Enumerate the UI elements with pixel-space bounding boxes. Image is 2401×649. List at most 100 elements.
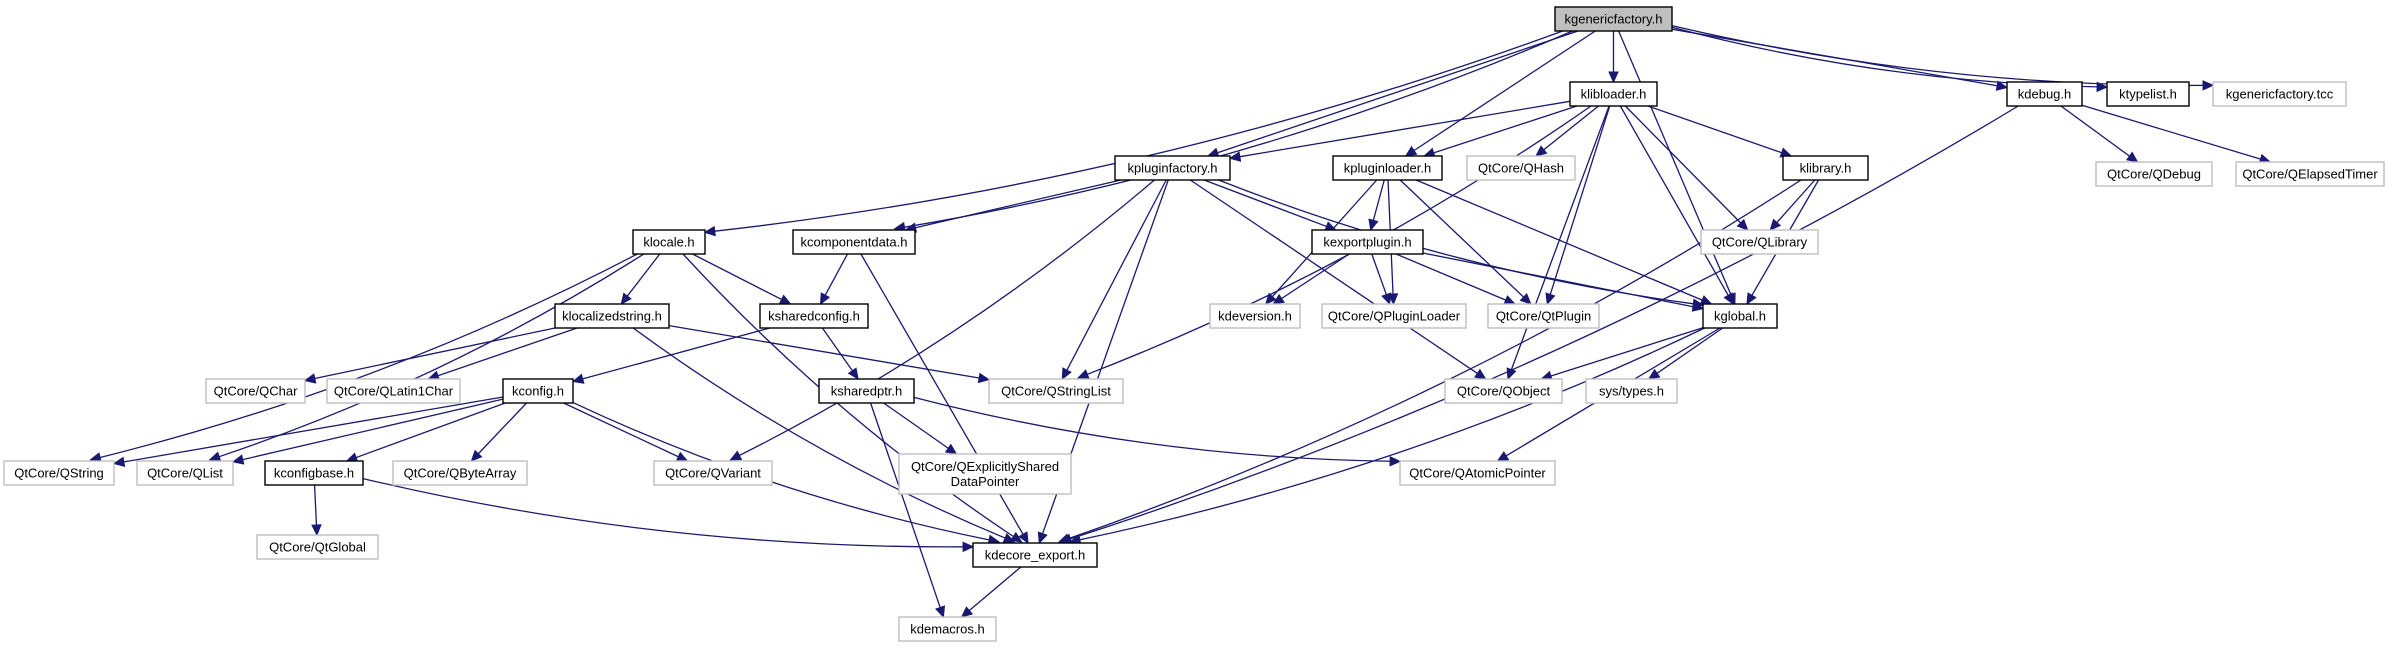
node-kpluginfactory-h[interactable]: kpluginfactory.h — [1114, 155, 1231, 181]
edge-line — [869, 402, 941, 608]
edge-line — [1217, 30, 1579, 154]
edge-kexportplugin-h-to-kglobal-h — [1422, 252, 1705, 312]
edge-kpluginloader-h-to-kexportplugin-h — [1368, 179, 1385, 232]
node-label: sys/types.h — [1599, 384, 1664, 399]
arrowhead-icon — [1736, 218, 1749, 231]
node-kconfigbase-h[interactable]: kconfigbase.h — [264, 460, 364, 486]
edge-kconfig-h-to-qstring — [112, 396, 504, 468]
edge-line — [313, 484, 318, 526]
arrowhead-icon — [1010, 531, 1023, 543]
edge-klibloader-h-to-qobject — [1506, 105, 1610, 381]
node-label: klocale.h — [643, 235, 694, 250]
node-label: kglobal.h — [1714, 309, 1766, 324]
node-kdebug-h[interactable]: kdebug.h — [2006, 81, 2083, 107]
node-ksharedconfig-h[interactable]: ksharedconfig.h — [759, 303, 869, 329]
node-sys-types-h: sys/types.h — [1585, 378, 1678, 404]
node-ksharedptr-h[interactable]: ksharedptr.h — [818, 378, 915, 404]
node-klocalizedstring-h[interactable]: klocalizedstring.h — [554, 303, 670, 329]
node-label: QtCore/QExplicitlyShared — [911, 459, 1059, 474]
edge-line — [1239, 100, 1571, 158]
node-box — [988, 378, 1124, 404]
edge-line — [2060, 105, 2130, 157]
edge-line — [1371, 253, 1387, 295]
arrowhead-icon — [977, 372, 991, 384]
edge-line — [1647, 105, 1782, 154]
node-box — [1782, 155, 1869, 181]
arrowhead-icon — [1018, 531, 1029, 545]
arrowhead-icon — [1647, 368, 1661, 380]
node-label: QtCore/QHash — [1478, 161, 1564, 176]
node-qtplugin: QtCore/QtPlugin — [1487, 303, 1600, 329]
edge-kgenericfactory-h-to-klibloader-h — [1608, 31, 1619, 84]
edge-line — [1510, 105, 1610, 370]
node-qlatin1char: QtCore/QLatin1Char — [326, 378, 461, 404]
node-kglobal-h[interactable]: kglobal.h — [1702, 303, 1778, 329]
arrowhead-icon — [962, 541, 975, 553]
node-box — [2106, 81, 2190, 107]
arrowhead-icon — [2125, 151, 2139, 163]
arrowhead-icon — [1381, 292, 1392, 306]
edge-line — [218, 253, 645, 458]
edge-line — [1203, 179, 1327, 228]
edge-klibloader-h-to-qhash — [1535, 105, 1599, 157]
node-box — [1332, 155, 1443, 181]
edge-line — [1618, 30, 1732, 296]
node-kexportplugin-h[interactable]: kexportplugin.h — [1311, 229, 1424, 255]
node-box — [1585, 378, 1678, 404]
edge-klibloader-h-to-qlibrary — [1624, 105, 1749, 231]
edge-line — [714, 30, 1563, 232]
edge-klocale-h-to-qlist — [208, 253, 645, 462]
node-klibrary-h[interactable]: klibrary.h — [1782, 155, 1869, 181]
edge-kexportplugin-h-to-qpluginloader — [1371, 253, 1392, 306]
node-box — [1321, 303, 1467, 329]
edge-ksharedptr-h-to-qexplicitlyshareddatapointer — [883, 402, 958, 455]
node-klibloader-h[interactable]: klibloader.h — [1569, 81, 1658, 107]
node-label: QtCore/QLatin1Char — [334, 384, 454, 399]
edge-line — [968, 566, 1022, 612]
node-kcomponentdata-h[interactable]: kcomponentdata.h — [792, 229, 916, 255]
arrowhead-icon — [303, 373, 317, 384]
node-box — [759, 303, 869, 329]
node-klocale-h[interactable]: klocale.h — [632, 229, 706, 255]
edge-klocalizedstring-h-to-kdecore-export-h — [632, 327, 1016, 543]
arrowhead-icon — [112, 456, 126, 468]
node-kpluginloader-h[interactable]: kpluginloader.h — [1332, 155, 1443, 181]
edge-klocalizedstring-h-to-qchar — [303, 327, 556, 384]
node-label: kconfig.h — [512, 384, 564, 399]
edge-kgenericfactory-h-to-kglobal-h — [1618, 30, 1736, 306]
node-box — [632, 229, 706, 255]
node-box — [972, 542, 1098, 568]
node-kconfig-h[interactable]: kconfig.h — [502, 378, 574, 404]
edge-line — [1070, 105, 2019, 540]
arrowhead-icon — [1535, 145, 1548, 157]
node-label: QtCore/QString — [14, 466, 104, 481]
node-qvariant: QtCore/QVariant — [653, 460, 773, 486]
edge-kexportplugin-h-to-kdeversion-h — [1272, 253, 1350, 305]
arrowhead-icon — [1002, 533, 1016, 543]
node-qpluginloader: QtCore/QPluginLoader — [1321, 303, 1467, 329]
edge-kcomponentdata-h-to-ksharedconfig-h — [819, 253, 849, 306]
node-ktypelist-h[interactable]: ktypelist.h — [2106, 81, 2190, 107]
edge-kgenericfactory-h-to-kcomponentdata-h — [893, 30, 1573, 233]
edge-line — [1395, 253, 1506, 301]
edge-kpluginloader-h-to-kglobal-h — [1415, 179, 1713, 305]
edge-klocale-h-to-qstring — [89, 253, 638, 463]
node-label: klibrary.h — [1800, 161, 1852, 176]
node-label: QtCore/QtGlobal — [269, 540, 366, 555]
edge-line — [1549, 105, 1611, 295]
node-label: DataPointer — [951, 474, 1020, 489]
node-box — [136, 460, 234, 486]
node-kdecore-export-h[interactable]: kdecore_export.h — [972, 542, 1098, 568]
arrowhead-icon — [1076, 369, 1090, 380]
edge-kpluginfactory-h-to-kexportplugin-h — [1203, 179, 1338, 232]
edge-line — [437, 327, 578, 377]
node-kgenericfactory-h[interactable]: kgenericfactory.h — [1554, 6, 1673, 32]
node-box — [1399, 460, 1556, 486]
edge-line — [626, 253, 661, 297]
node-label: QtCore/QtPlugin — [1496, 309, 1591, 324]
node-label: QtCore/QPluginLoader — [1328, 309, 1461, 324]
node-qstringlist: QtCore/QStringList — [988, 378, 1124, 404]
node-box — [502, 378, 574, 404]
